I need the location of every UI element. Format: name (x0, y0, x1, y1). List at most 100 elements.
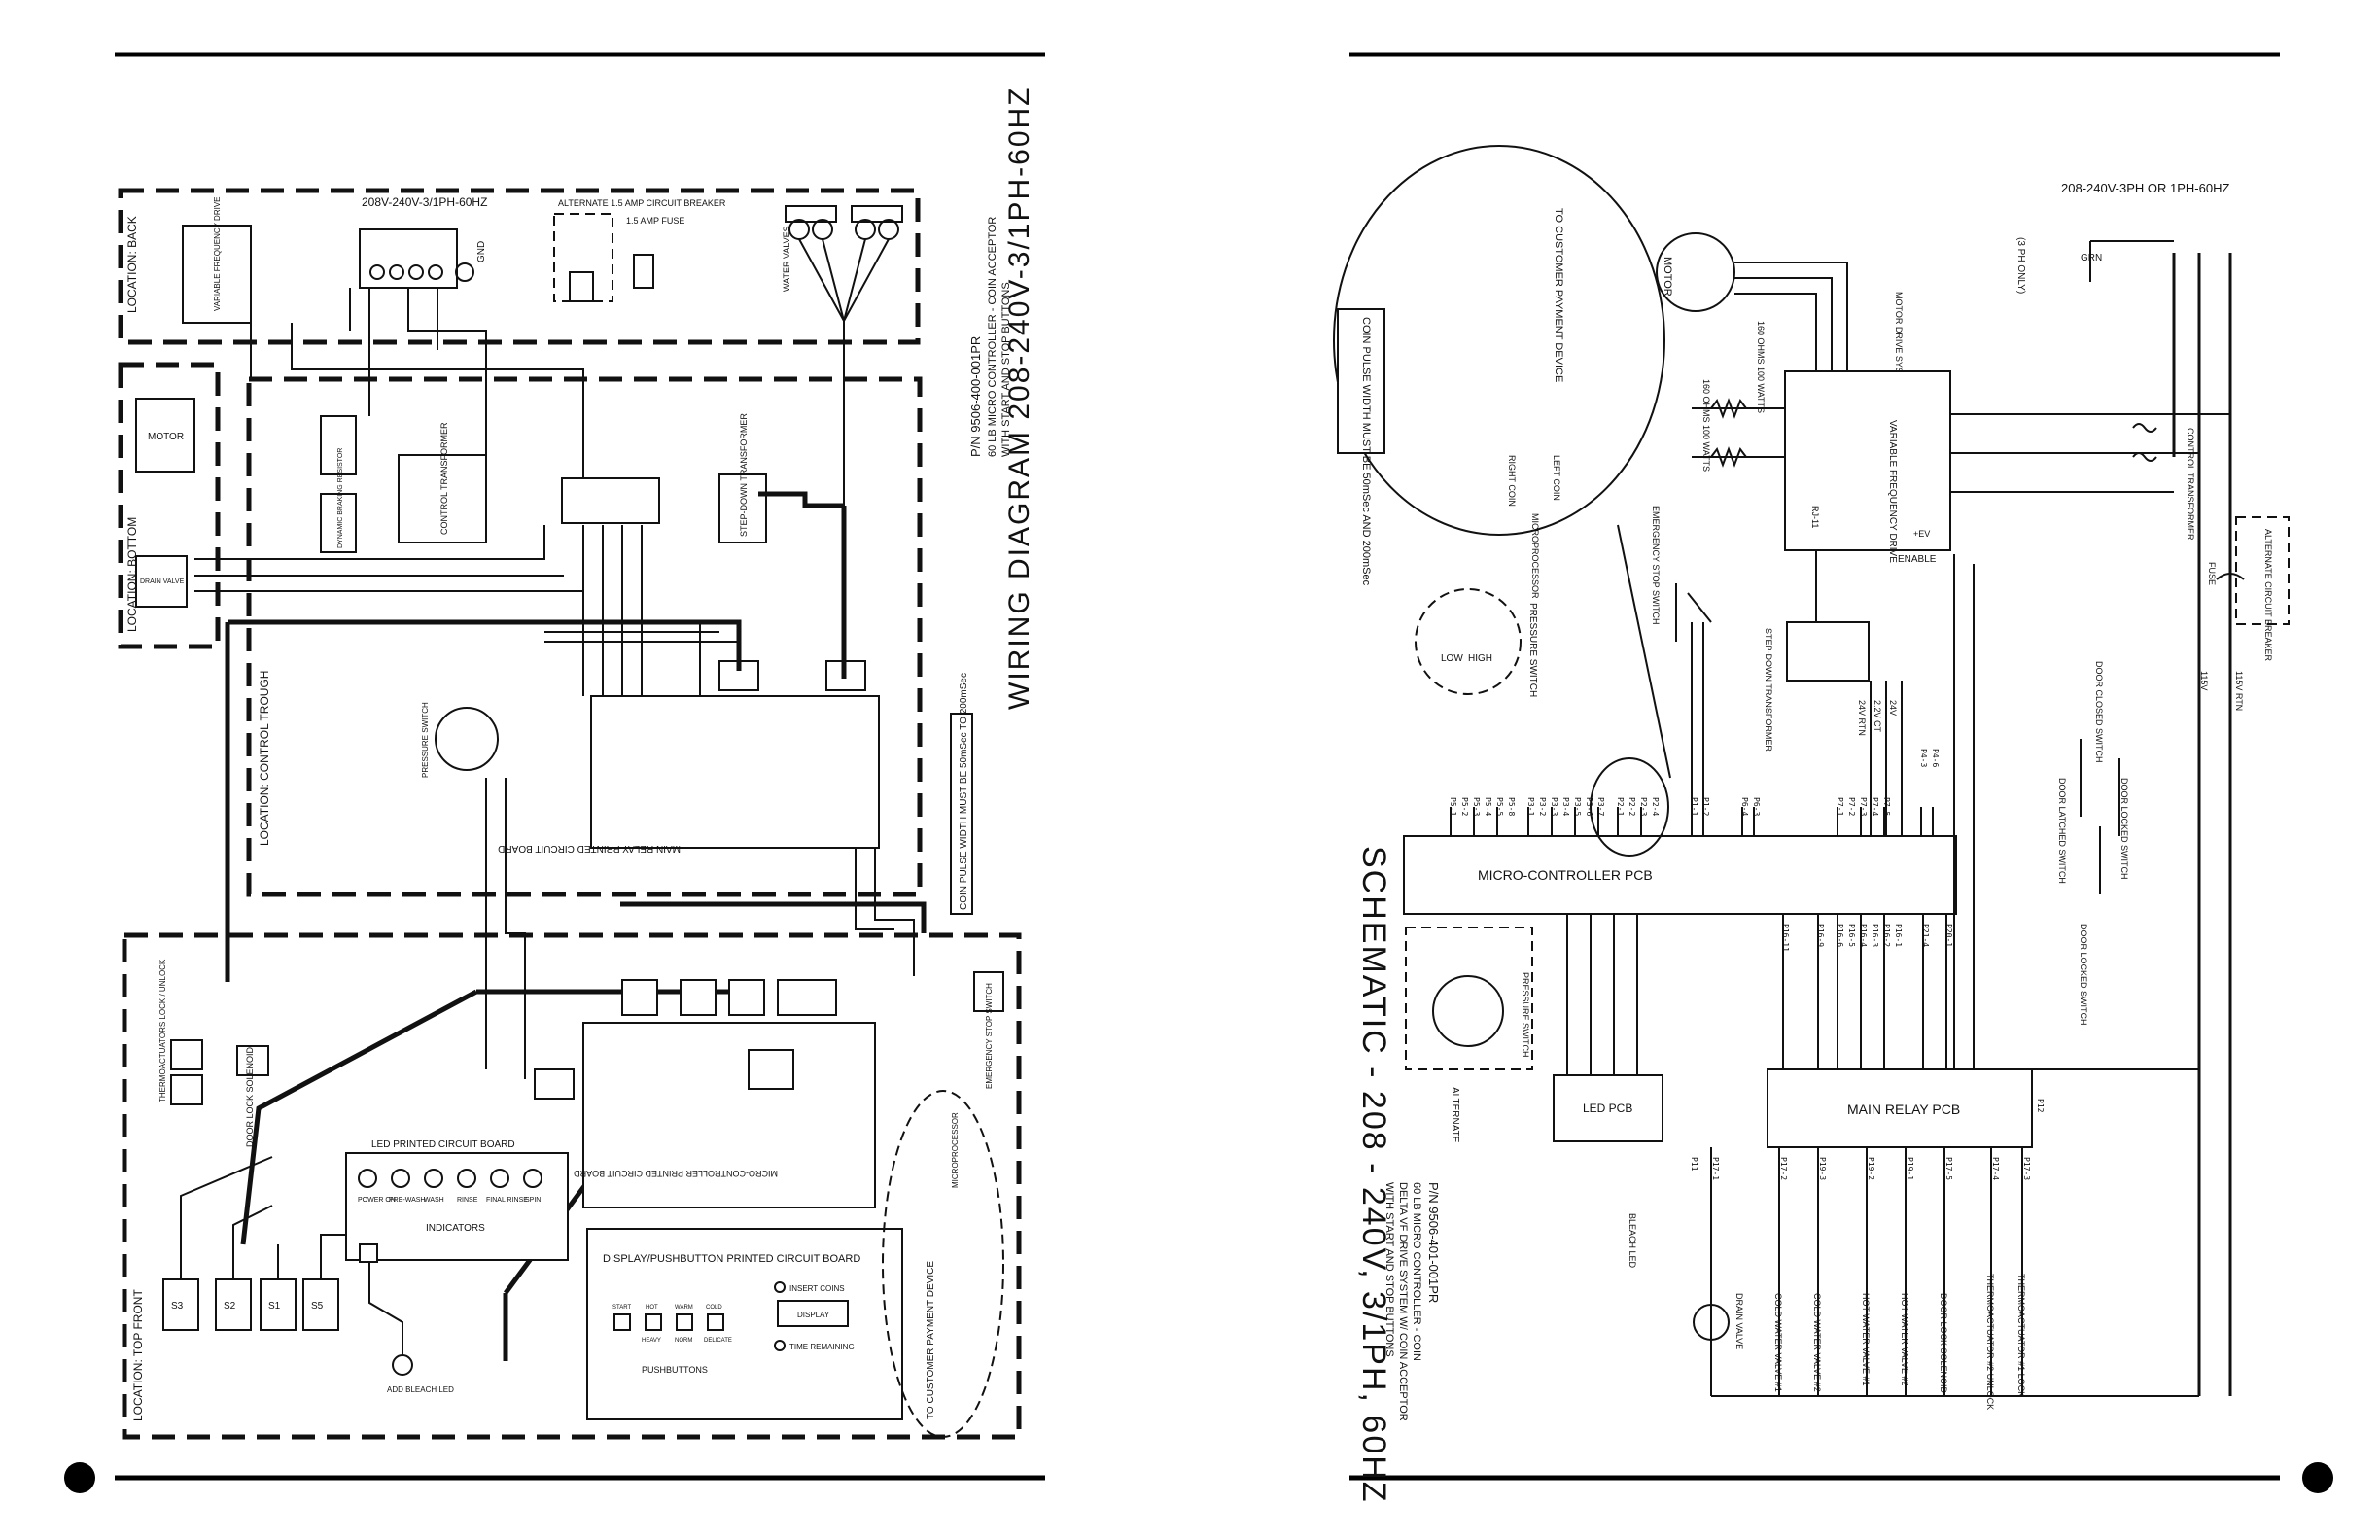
trough-to-relay (544, 621, 739, 696)
bleach-wiring (368, 1262, 403, 1355)
insert-coins-label: INSERT COINS (789, 1284, 845, 1293)
pin-p3-7: P3-7 (1596, 797, 1605, 816)
door-latched-label: DOOR LATCHED SWITCH (2057, 778, 2067, 884)
alt-breaker-right (2235, 516, 2290, 625)
bleach-label-right: BLEACH LED (1628, 1213, 1637, 1269)
switch-s1: S1 (268, 1301, 281, 1312)
micro-headers (534, 979, 837, 1100)
hot-button[interactable] (645, 1313, 662, 1331)
pin-p1-1: P1-1 (1690, 797, 1698, 816)
wiring-part-no: P/N 9506-400-001PR (968, 336, 983, 457)
pressure-label-top: PRESSURE SWITCH (1527, 603, 1538, 697)
led-pcb-label: LED PCB (1583, 1102, 1632, 1115)
time-remaining-led (774, 1340, 786, 1351)
pb-heavy: HEAVY (642, 1338, 661, 1344)
pin-p2-1: P2-1 (1616, 797, 1625, 816)
schematic-desc-2: DELTA VF DRIVE SYSTEM W/ COIN ACCEPTOR (1397, 1182, 1409, 1421)
pin-p2-2: P2-2 (1628, 797, 1636, 816)
micro-board (582, 1022, 876, 1208)
led-rinse: RINSE (457, 1197, 478, 1204)
drain-wiring (194, 525, 583, 592)
fuse-symbol (2216, 573, 2245, 580)
vfd-label: VARIABLE FREQUENCY DRIVE (213, 196, 222, 311)
pin-p21-4: P21-4 (1921, 924, 1930, 947)
pins-bottom: P20-1 P21-4 P16-1 P16-2 P16-3 P16-4 P16-… (1781, 924, 1953, 952)
micro-controller-pcb (1403, 835, 1957, 915)
led-spin: SPIN (525, 1197, 541, 1204)
supply-label: 208V-240V-3/1PH-60HZ (362, 195, 487, 209)
step-down-box (718, 473, 767, 543)
harness-trunk-2 (620, 901, 927, 933)
estop-contact (1675, 583, 1712, 642)
pin-p7-3: P7-3 (1859, 797, 1868, 816)
pin-p17-3: P17-3 (2022, 1157, 2031, 1180)
grn-label: GRN (2081, 253, 2102, 263)
microprocessor-label: MICROPROCESSOR (1530, 513, 1540, 599)
vfd-input (1950, 413, 2230, 493)
led-board (345, 1152, 569, 1261)
pin-p7-4: P7-4 (1871, 797, 1879, 816)
motor-circle (1656, 232, 1735, 312)
resistor-1-zigzag (1710, 398, 1747, 419)
vfd-label-right: VARIABLE FREQUENCY DRIVE (1887, 420, 1898, 563)
control-transformer-label-right: CONTROL TRANSFORMER (2186, 428, 2195, 541)
main-relay-label: MAIN RELAY PRINTED CIRCUIT BOARD (498, 843, 681, 854)
micro-bubble-label: MICROPROCESSOR (951, 1112, 960, 1188)
pin-p17-4: P17-4 (1991, 1157, 2000, 1180)
pin-p7-1: P7-1 (1836, 797, 1844, 816)
pin-p6-3: P6-3 (1752, 797, 1761, 816)
cold-button[interactable] (707, 1313, 724, 1331)
pin-p5-2: P5-2 (1460, 797, 1469, 816)
alt-breaker-label-right: ALTERNATE CIRCUIT BREAKER (2263, 529, 2273, 662)
enable-label: ENABLE (1898, 554, 1937, 565)
schematic-part-no: P/N 9506-401-001PR (1426, 1182, 1441, 1303)
step-down-label-right: STEP-DOWN TRANSFORMER (1764, 628, 1773, 752)
schematic-title: SCHEMATIC - 208 - 240V, 3/1PH, 60HZ (1355, 846, 1392, 1504)
bleach-connector (359, 1243, 378, 1263)
stepdown-to-micro (1870, 681, 1903, 836)
led-indicators (358, 1169, 542, 1188)
pin-p19-2: P19-2 (1867, 1157, 1875, 1180)
pressure-switch-top (1415, 588, 1522, 695)
relay-supply (1953, 554, 2200, 1070)
pin-p4-6: P4-6 (1931, 749, 1940, 767)
display-label: DISPLAY (797, 1311, 830, 1319)
stepdown-harness (758, 491, 844, 508)
vfd-block (182, 225, 252, 324)
alternate-pressure-box (1405, 927, 1533, 1070)
load-hot-2: HOT WATER VALVE #2 (1900, 1293, 1909, 1386)
display-window (777, 1300, 849, 1327)
pin-p16-4: P16-4 (1859, 924, 1868, 947)
insert-coins-led (774, 1281, 786, 1293)
pin-p17-2: P17-2 (1779, 1157, 1788, 1180)
loc-back-label: LOCATION: BACK (125, 216, 139, 313)
start-button[interactable] (613, 1313, 631, 1331)
fuse-label: 1.5 AMP FUSE (626, 216, 684, 226)
v115rtn-label: 115V RTN (2234, 671, 2244, 711)
warm-button[interactable] (676, 1313, 693, 1331)
customer-label-right: TO CUSTOMER PAYMENT DEVICE (1553, 208, 1564, 382)
wiring-title: WIRING DIAGRAM 208-240V-3/1PH-60HZ (1003, 86, 1035, 710)
relay-feeds (582, 525, 643, 696)
pin-p16-6: P16-6 (1836, 924, 1844, 947)
pb-start: START (612, 1305, 631, 1311)
load-cold-1: COLD WATER VALVE #1 (1773, 1293, 1783, 1392)
pin-bottom-wires (1566, 914, 1947, 1075)
pin-p11: P11 (1690, 1157, 1698, 1172)
ohms-2-label: 160 OHMS 100 WATTS (1701, 379, 1711, 472)
motor-drive-label: MOTOR DRIVE SYSTEM (1894, 292, 1904, 392)
door-switches (162, 1278, 339, 1331)
brake-resistor-1 (320, 415, 357, 475)
load-cold-2: COLD WATER VALVE #2 (1812, 1293, 1822, 1392)
door-lock-solenoid-box (236, 1045, 269, 1076)
display-board (586, 1228, 903, 1420)
pressure-switch-label: PRESSURE SWITCH (421, 702, 430, 778)
fuse-label-right: FUSE (2207, 562, 2217, 585)
switch-s5: S5 (311, 1301, 324, 1312)
breaker-body (569, 271, 594, 302)
pin-p16-9: P16-9 (1816, 924, 1825, 947)
main-relay-board (590, 695, 880, 849)
control-transformer-label: CONTROL TRANSFORMER (439, 422, 449, 535)
thermo-label: THERMOACTUATORS LOCK / UNLOCK (158, 959, 167, 1102)
